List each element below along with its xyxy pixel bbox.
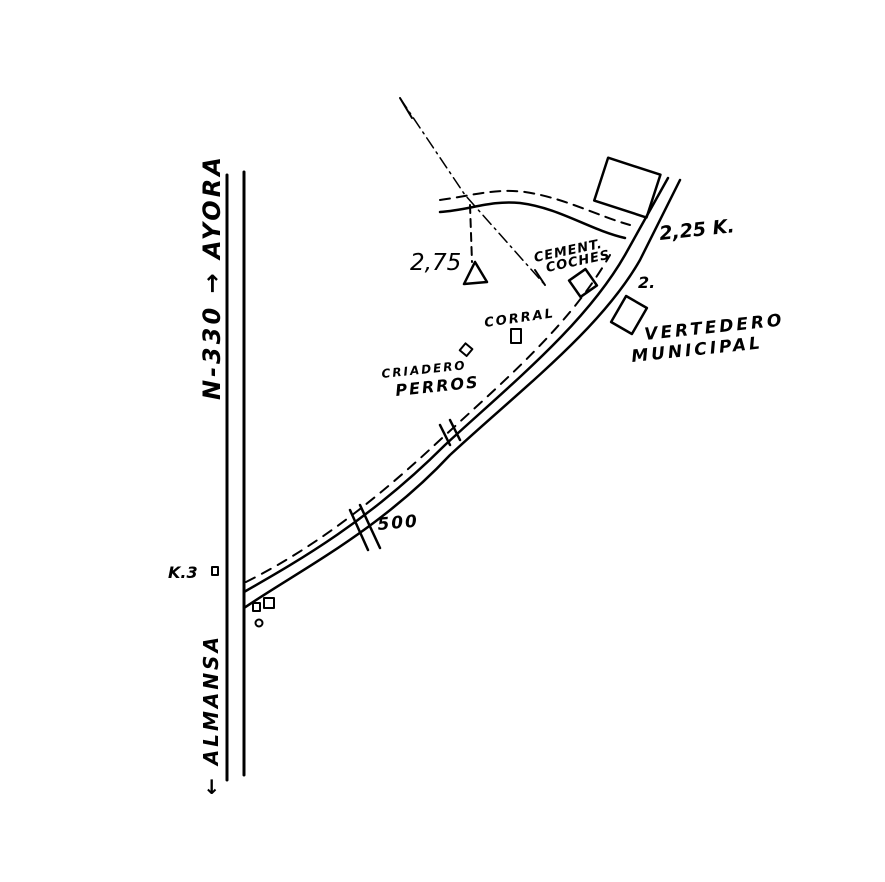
corral-label: CORRAL (483, 306, 555, 331)
km225-label: 2,25 K. (658, 215, 735, 245)
dump-building (609, 294, 649, 336)
boundary-arrow-north (399, 97, 413, 119)
main-road-n330 (225, 170, 246, 782)
road-almansa-label: ← ALMANSA (199, 634, 223, 795)
road-n330-label: N-330 → AYORA (198, 154, 226, 400)
triangle-survey-marker-icon (462, 260, 489, 286)
km3-marker (211, 566, 219, 576)
boundary-arrow-south (534, 269, 546, 286)
secondary-road (242, 176, 682, 610)
marker-500-label: 500 (377, 511, 420, 535)
crossing-upper (438, 418, 462, 447)
dashed-path-275 (469, 204, 473, 263)
dash-dot-boundary (399, 97, 546, 286)
building-square-icon (592, 156, 662, 219)
km2-label: 2. (638, 273, 655, 292)
corral-building (510, 328, 522, 344)
km3-label: K.3 (168, 563, 198, 582)
cemetery-building (567, 267, 599, 299)
kennel-building (458, 342, 474, 358)
elevation-275-label: 2,75 (410, 250, 461, 276)
crossing-500 (348, 503, 382, 552)
north-branch-road (438, 189, 631, 240)
roadside-buildings (252, 597, 275, 628)
